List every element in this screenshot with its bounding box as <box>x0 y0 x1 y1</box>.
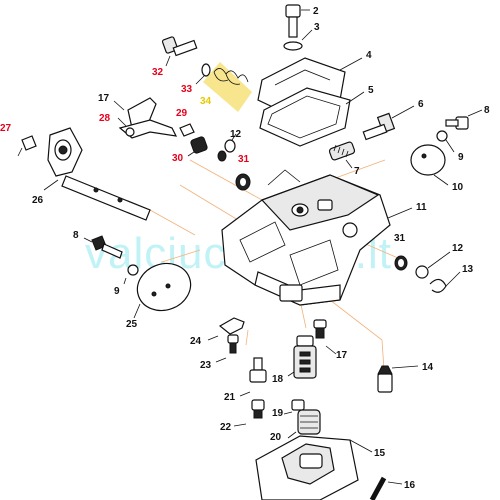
label-part-4: 4 <box>366 50 372 61</box>
label-part-28: 28 <box>99 113 111 124</box>
part-9-ring-right[interactable] <box>436 130 455 153</box>
label-part-34: 34 <box>200 96 212 107</box>
part-16-pin[interactable] <box>369 476 403 500</box>
label-part-12-right: 12 <box>452 243 464 254</box>
label-part-23: 23 <box>200 360 212 371</box>
part-5-gasket[interactable] <box>259 87 365 147</box>
part-9-ring-left[interactable] <box>123 264 139 285</box>
part-28-throttle-lever[interactable] <box>117 117 178 139</box>
part-2-screw[interactable] <box>285 4 310 38</box>
part-31-oring-right[interactable] <box>394 255 408 271</box>
part-3-washer[interactable] <box>283 29 313 51</box>
part-27-fitting[interactable] <box>17 135 37 157</box>
label-part-26: 26 <box>32 195 44 206</box>
label-part-15: 15 <box>374 448 386 459</box>
part-8-screw-left[interactable] <box>83 235 123 259</box>
label-part-5: 5 <box>368 85 374 96</box>
label-part-27: 27 <box>0 123 12 134</box>
part-31-oring-upper[interactable] <box>217 150 227 162</box>
label-part-6: 6 <box>418 99 424 110</box>
part-7-spring[interactable] <box>328 141 356 169</box>
label-part-21: 21 <box>224 392 236 403</box>
part-6-needle-screw[interactable] <box>362 105 415 141</box>
label-part-31-right: 31 <box>394 233 406 244</box>
part-13-clip[interactable] <box>429 271 461 293</box>
part-33-oring[interactable] <box>195 63 211 85</box>
part-14-needle-valve[interactable] <box>377 365 419 393</box>
part-23-screw[interactable] <box>215 334 239 363</box>
part-30-spring[interactable] <box>187 136 208 157</box>
label-part-24: 24 <box>190 336 202 347</box>
part-24-bracket[interactable] <box>207 317 245 341</box>
label-part-9-right: 9 <box>458 152 464 163</box>
part-26-throttle-shaft[interactable] <box>43 127 151 221</box>
part-11-leader <box>387 207 413 219</box>
label-part-17-upper: 17 <box>98 93 110 104</box>
label-part-29: 29 <box>176 108 188 119</box>
part-18-valve[interactable] <box>287 335 317 379</box>
label-part-13: 13 <box>462 264 474 275</box>
part-20-spring[interactable] <box>287 409 321 439</box>
part-15-float-chamber[interactable] <box>255 435 373 500</box>
label-part-22: 22 <box>220 422 232 433</box>
label-part-16: 16 <box>404 480 416 491</box>
label-part-12-upper: 12 <box>230 129 242 140</box>
part-25-throttle-plate[interactable] <box>131 256 197 319</box>
label-part-9-left: 9 <box>114 286 120 297</box>
label-part-20: 20 <box>270 432 282 443</box>
label-part-11: 11 <box>416 202 427 213</box>
label-part-32: 32 <box>152 67 164 78</box>
part-8-screw-right[interactable] <box>445 109 483 130</box>
part-10-disk[interactable] <box>410 144 449 186</box>
label-part-10: 10 <box>452 182 464 193</box>
label-part-19: 19 <box>272 408 284 419</box>
nut-small[interactable] <box>235 173 251 191</box>
label-part-3: 3 <box>314 22 320 33</box>
part-34-spring-highlighted[interactable] <box>203 62 252 112</box>
part-labels: 2 3 4 5 6 7 8 9 10 11 31 12 13 14 15 16 … <box>0 6 490 491</box>
label-part-8-right: 8 <box>484 105 490 116</box>
label-part-25: 25 <box>126 319 138 330</box>
label-part-18: 18 <box>272 374 284 385</box>
part-11-carburetor-body[interactable] <box>221 169 391 306</box>
label-part-30: 30 <box>172 153 184 164</box>
label-part-17-lower: 17 <box>336 350 348 361</box>
part-32-screw[interactable] <box>161 36 198 67</box>
part-12-washer-upper[interactable] <box>224 133 237 153</box>
part-29-clip[interactable] <box>179 123 195 137</box>
part-17-screw-lower[interactable] <box>313 319 337 355</box>
part-12-washer-right[interactable] <box>415 251 451 279</box>
label-part-31-upper: 31 <box>238 154 250 165</box>
label-part-14: 14 <box>422 362 434 373</box>
label-part-7: 7 <box>354 166 360 177</box>
label-part-8-left: 8 <box>73 230 79 241</box>
label-part-2: 2 <box>313 6 319 17</box>
part-19-piece[interactable] <box>283 399 305 415</box>
label-part-33: 33 <box>181 84 193 95</box>
part-21-needle[interactable] <box>239 357 267 397</box>
part-22-screw[interactable] <box>233 399 265 427</box>
